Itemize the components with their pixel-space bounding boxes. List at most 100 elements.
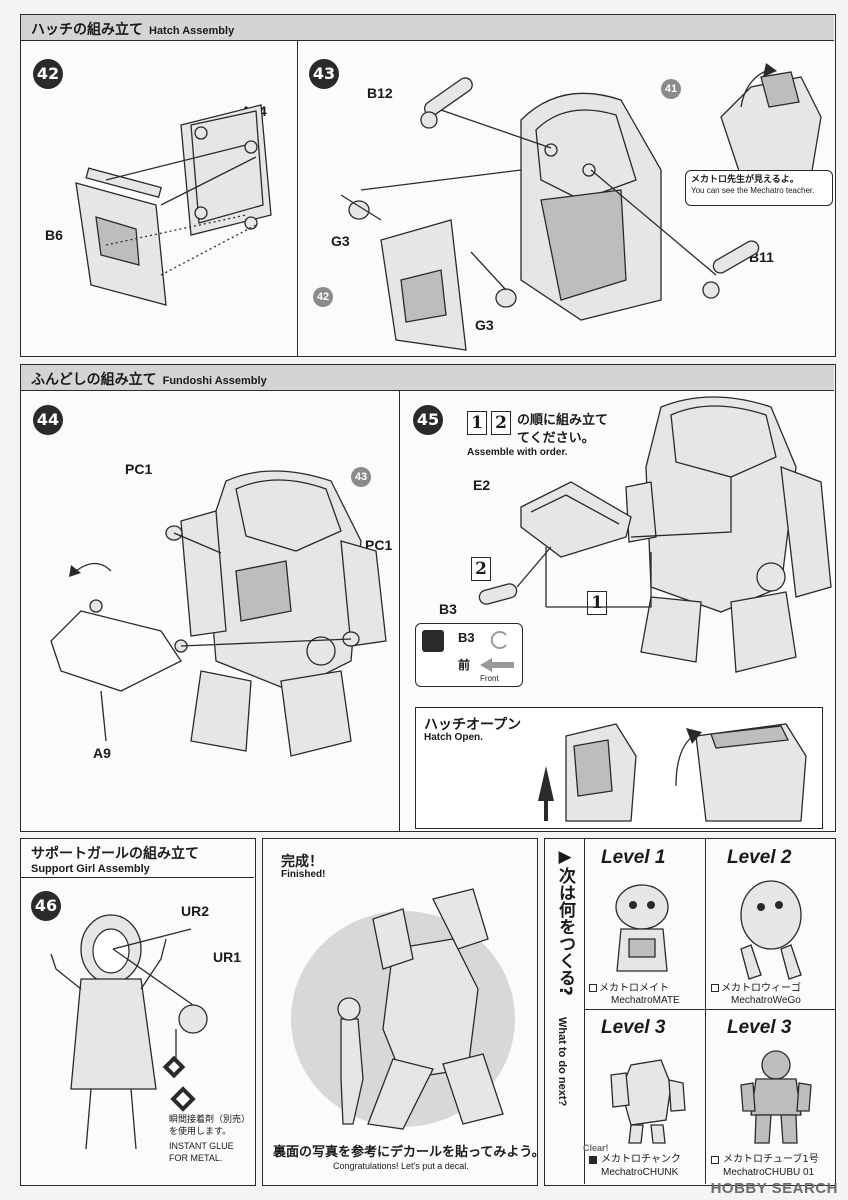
step-number: 46: [31, 891, 61, 921]
section-header: サポートガールの組み立て Support Girl Assembly: [21, 839, 254, 879]
front-arrow-icon: [480, 658, 514, 672]
checkbox[interactable]: [711, 1156, 719, 1164]
divider: [399, 391, 400, 831]
product-name-en: MechatroCHUBU 01: [723, 1167, 815, 1178]
mechatrowego-illustration: [740, 880, 802, 980]
finished-caption-jp: 裏面の写真を参考にデカールを貼ってみよう。: [273, 1145, 545, 1160]
robot-torso-illustration: [340, 77, 760, 351]
support-girl-panel: サポートガールの組み立て Support Girl Assembly 46 UR…: [20, 838, 256, 1186]
what-next-heading-jp: ▶次は何をつくる?: [555, 847, 575, 996]
hatch-open-title-jp: ハッチオープン: [424, 717, 522, 733]
step-number: 43: [309, 59, 339, 89]
what-next-sidebar: ▶次は何をつくる? What to do next?: [545, 839, 585, 1184]
teacher-callout: メカトロ先生が見えるよ。 You can see the Mechatro te…: [685, 170, 833, 206]
checkbox[interactable]: [589, 984, 597, 992]
hatch-open-title-en: Hatch Open.: [424, 732, 483, 743]
part-label: G3: [331, 233, 350, 249]
section-title-jp: サポートガールの組み立て: [31, 846, 199, 862]
step-number: 45: [413, 405, 443, 435]
callout-text-jp: メカトロ先生が見えるよ。: [691, 175, 799, 185]
mechatro-teacher-inset: [720, 63, 822, 178]
finished-caption-en: Congratulations! Let's put a decal.: [333, 1161, 469, 1171]
part-label: PC1: [365, 537, 393, 553]
what-next-heading-en: What to do next?: [556, 1017, 568, 1107]
glue-note-en: INSTANT GLUE: [169, 1141, 234, 1151]
section-header: ハッチの組み立て Hatch Assembly: [21, 15, 834, 41]
grid-line: [705, 839, 706, 1184]
glue-note-jp: 瞬間接着剤（別売）: [169, 1115, 251, 1125]
section-title-en: Hatch Assembly: [149, 25, 235, 37]
watermark: HOBBY SEARCH: [710, 1180, 838, 1197]
fundoshi-assembly-panel: ふんどしの組み立て Fundoshi Assembly 44 43 PC1 PC1…: [20, 364, 836, 832]
level-title: Level 3: [601, 1017, 666, 1038]
product-name-en: MechatroWeGo: [731, 995, 801, 1006]
level-title: Level 3: [727, 1017, 792, 1038]
part-label: UR1: [213, 949, 242, 965]
part-label: UR2: [181, 903, 210, 919]
support-girl-illustration: [50, 914, 208, 1150]
b3-orientation-legend: B3 前 Front: [415, 623, 523, 687]
clear-stamp: Clear!: [583, 1143, 609, 1153]
checkbox[interactable]: [711, 984, 719, 992]
step-number: 44: [33, 405, 63, 435]
glue-icon: [170, 1086, 196, 1112]
reference-step-badge: 41: [661, 79, 681, 99]
order-box: 2: [491, 411, 511, 435]
title-underline: [21, 877, 254, 878]
step-number: 42: [33, 59, 63, 89]
section-title-jp: ふんどしの組み立て: [31, 372, 157, 388]
order-instruction-jp: てください。: [517, 431, 595, 446]
part-label: G3: [475, 317, 494, 333]
part-label: PC1: [125, 461, 153, 477]
legend-front-jp: 前: [458, 658, 471, 672]
finished-title-jp: 完成！: [281, 854, 323, 870]
c-shape-icon: [490, 631, 507, 649]
product-name-jp: メカトロウィーゴ: [721, 983, 801, 994]
glue-note-jp: を使用します。: [169, 1127, 232, 1137]
section-header: ふんどしの組み立て Fundoshi Assembly: [21, 365, 834, 391]
reference-step-badge: 42: [313, 287, 333, 307]
product-name-jp: メカトロチャンク: [601, 1154, 681, 1165]
product-name-jp: メカトロチューブ1号: [723, 1154, 819, 1165]
level-title: Level 2: [727, 847, 792, 868]
reference-step-badge: 43: [351, 467, 371, 487]
what-next-panel: ▶次は何をつくる? What to do next? Level 1 メカトロメ…: [544, 838, 836, 1186]
glue-note-en: FOR METAL.: [169, 1153, 223, 1163]
hatch-open-panel: ハッチオープン Hatch Open.: [415, 707, 823, 829]
callout-text-en: You can see the Mechatro teacher.: [691, 186, 815, 196]
level-title: Level 1: [601, 847, 666, 868]
order-instruction-en: Assemble with order.: [467, 447, 568, 458]
part-icon: [422, 630, 444, 652]
order-box: 1: [467, 411, 487, 435]
order-box: 2: [471, 557, 491, 581]
part-label: E2: [473, 477, 491, 493]
order-instruction-jp: の順に組み立て: [517, 413, 609, 428]
mechatrochubu-illustration: [740, 1050, 812, 1144]
section-title-en: Fundoshi Assembly: [162, 375, 267, 387]
part-label: B6: [45, 227, 63, 243]
part-label: B12: [367, 85, 393, 101]
robot-body-illustration: [50, 470, 387, 757]
order-box: 1: [587, 591, 607, 615]
robot-fundoshi-illustration: [478, 396, 832, 673]
part-label: A9: [93, 745, 111, 761]
finished-panel: 完成！ Finished! 裏面の写真を参考にデカールを貼ってみよう。 Cong…: [262, 838, 545, 1186]
legend-front-en: Front: [480, 674, 499, 683]
hatch-open-illustration: [538, 723, 807, 822]
hatch-frame-illustration: [75, 104, 272, 306]
finished-model-illustration: [291, 888, 515, 1130]
part-label: B3: [439, 601, 457, 617]
mechatrochunk-illustration: [610, 1059, 686, 1144]
section-title-en: Support Girl Assembly: [31, 863, 150, 875]
product-name-jp: メカトロメイト: [599, 983, 669, 994]
checkbox-checked[interactable]: [589, 1156, 597, 1164]
grid-line: [585, 1009, 835, 1010]
divider: [297, 41, 298, 356]
product-name-en: MechatroCHUNK: [601, 1167, 679, 1178]
product-name-en: MechatroMATE: [611, 995, 680, 1006]
finished-title-en: Finished!: [281, 869, 326, 880]
legend-part-label: B3: [458, 630, 475, 645]
mechatromate-illustration: [615, 884, 669, 972]
section-title-jp: ハッチの組み立て: [31, 22, 143, 38]
